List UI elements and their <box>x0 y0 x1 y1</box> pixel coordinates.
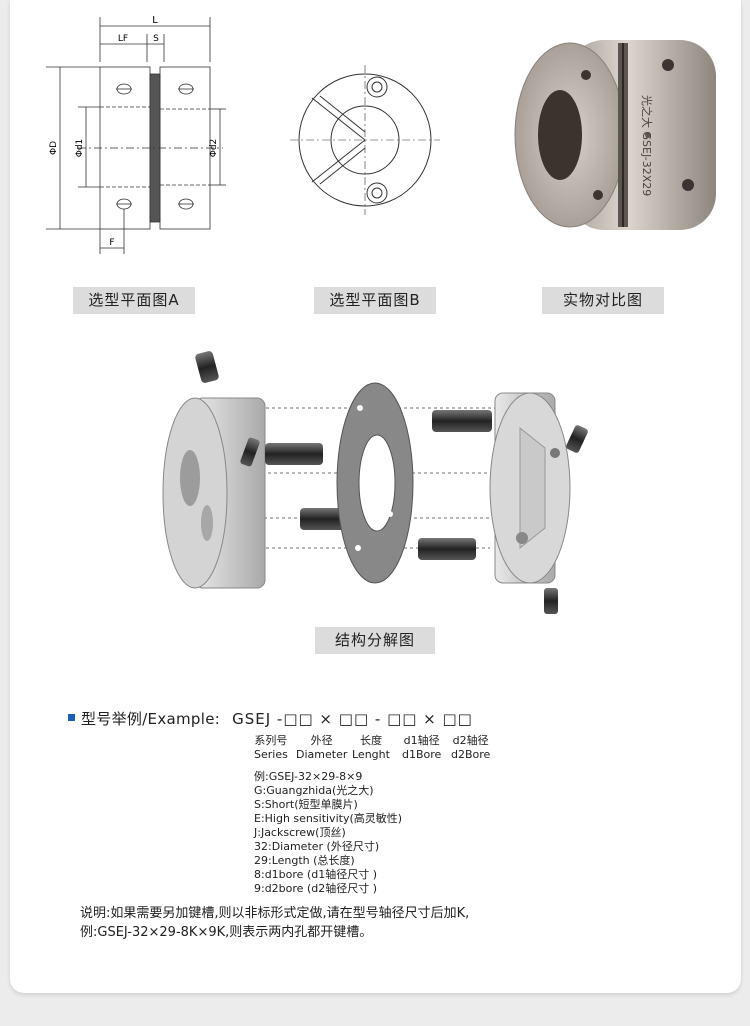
dim-label-s: S <box>153 34 159 44</box>
drawing-plan-a: L LF S F ΦD Φd1 Φd2 <box>46 15 226 254</box>
caption-photo: 实物对比图 <box>542 287 664 314</box>
column-diameter: 外径 Diameter <box>296 734 347 762</box>
caption-plan-a: 选型平面图A <box>73 287 195 314</box>
legend-line: S:Short(短型单膜片) <box>254 798 358 811</box>
example-legend: 例:GSEJ-32×29-8×9 G:Guangzhida(光之大) S:Sho… <box>254 770 402 896</box>
column-length: 长度 Lenght <box>352 734 390 762</box>
legend-line: 29:Length (总长度) <box>254 854 355 867</box>
example-label: 型号举例/Example: <box>81 710 221 728</box>
column-length-en: Lenght <box>352 748 390 761</box>
dim-label-l: L <box>152 15 158 26</box>
column-d1bore-en: d1Bore <box>402 748 442 761</box>
column-length-cn: 长度 <box>359 734 382 747</box>
bullet-square-icon <box>68 714 75 721</box>
legend-line: 32:Diameter (外径尺寸) <box>254 840 380 853</box>
column-series-en: Series <box>254 748 288 761</box>
column-diameter-en: Diameter <box>296 748 348 761</box>
note-line-2: 例:GSEJ-32×29-8K×9K,则表示两内孔都开键槽。 <box>80 925 373 940</box>
dim-label-f: F <box>109 238 114 248</box>
legend-line: J:Jackscrew(顶丝) <box>254 826 346 839</box>
column-series-cn: 系列号 <box>254 734 288 747</box>
column-d1bore-cn: d1轴径 <box>403 734 440 747</box>
dim-label-d2: Φd2 <box>209 139 219 158</box>
dim-label-d: ΦD <box>49 141 59 155</box>
legend-line: 例:GSEJ-32×29-8×9 <box>254 770 363 783</box>
example-heading: 型号举例/Example: GSEJ -□□ × □□ - □□ × □□ <box>68 708 473 729</box>
column-d2bore: d2轴径 d2Bore <box>451 734 490 762</box>
legend-line: 8:d1bore (d1轴径尺寸 ) <box>254 868 378 881</box>
dim-label-lf: LF <box>118 34 128 44</box>
product-photo: 光之大 GSEJ-32X29 <box>514 40 716 230</box>
dim-label-d1: Φd1 <box>75 139 85 158</box>
column-d2bore-cn: d2轴径 <box>452 734 489 747</box>
exploded-view <box>162 351 588 614</box>
example-code: GSEJ -□□ × □□ - □□ × □□ <box>232 710 473 728</box>
column-series: 系列号 Series <box>254 734 288 762</box>
keyway-note: 说明:如果需要另加键槽,则以非标形式定做,请在型号轴径尺寸后加K, 例:GSEJ… <box>80 904 469 942</box>
column-d2bore-en: d2Bore <box>451 748 491 761</box>
column-diameter-cn: 外径 <box>310 734 333 747</box>
legend-line: 9:d2bore (d2轴径尺寸 ) <box>254 882 378 895</box>
note-line-1: 说明:如果需要另加键槽,则以非标形式定做,请在型号轴径尺寸后加K, <box>80 906 470 921</box>
legend-line: G:Guangzhida(光之大) <box>254 784 374 797</box>
caption-plan-b: 选型平面图B <box>314 287 436 314</box>
column-d1bore: d1轴径 d1Bore <box>402 734 441 762</box>
product-engraving: 光之大 GSEJ-32X29 <box>640 95 654 196</box>
caption-exploded: 结构分解图 <box>315 627 435 654</box>
legend-line: E:High sensitivity(高灵敏性) <box>254 812 403 825</box>
drawing-plan-b <box>290 65 440 215</box>
